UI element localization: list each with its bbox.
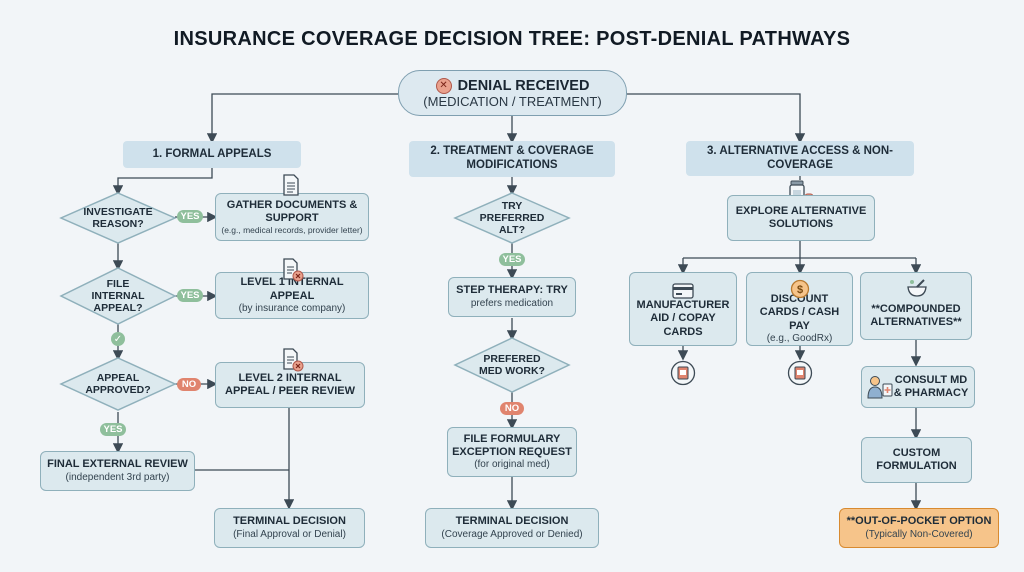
yes-badge: YES bbox=[499, 253, 525, 266]
header-treatment-modifications: 2. TREATMENT & COVERAGE MODIFICATIONS bbox=[409, 141, 615, 177]
yes-badge: YES bbox=[177, 210, 203, 223]
root-denial-received: ✕ DENIAL RECEIVED (MEDICATION / TREATMENT… bbox=[398, 70, 627, 116]
document-denied-icon bbox=[283, 258, 304, 282]
decision-appeal-approved-text: APPEAL APPROVED? bbox=[85, 371, 151, 396]
decision-file-appeal-text: FILE INTERNAL APPEAL? bbox=[91, 277, 145, 315]
terminal-coverage-sub: (Coverage Approved or Denied) bbox=[441, 528, 583, 540]
no-badge: NO bbox=[177, 378, 201, 391]
decision-investigate-diamond bbox=[59, 192, 177, 244]
external-review-sub: (independent 3rd party) bbox=[65, 471, 170, 483]
header-alternative-access: 3. ALTERNATIVE ACCESS & NON-COVERAGE bbox=[686, 141, 914, 176]
decision-preferred-work-text: PREFERED MED WORK? bbox=[479, 352, 545, 377]
level1-appeal-box: LEVEL 1 INTERNAL APPEAL (by insurance co… bbox=[215, 272, 369, 319]
formulary-exception-sub: (for original med) bbox=[474, 459, 550, 471]
document-denied-icon bbox=[283, 348, 304, 372]
out-of-pocket-title: **OUT-OF-POCKET OPTION bbox=[846, 515, 992, 528]
manufacturer-aid-box: MANUFACTURER AID / COPAY CARDS bbox=[629, 272, 737, 346]
custom-formulation-box: CUSTOM FORMULATION bbox=[861, 437, 972, 483]
decision-file-appeal-diamond bbox=[59, 267, 177, 325]
root-line1: DENIAL RECEIVED bbox=[457, 77, 590, 94]
out-of-pocket-sub: (Typically Non-Covered) bbox=[865, 528, 973, 540]
checkmark-icon: ✓ bbox=[111, 332, 125, 346]
decision-investigate-text: INVESTIGATE REASON? bbox=[83, 205, 153, 230]
step-therapy-sub: prefers medication bbox=[470, 297, 554, 309]
compounded-alternatives-title: **COMPOUNDED ALTERNATIVES** bbox=[870, 302, 962, 328]
gather-documents-sub: (e.g., medical records, provider letter) bbox=[221, 225, 363, 236]
yes-badge: YES bbox=[100, 423, 126, 436]
level2-appeal-title: LEVEL 2 INTERNAL APPEAL / PEER REVIEW bbox=[225, 371, 355, 397]
discount-cards-sub: (e.g., GoodRx) bbox=[766, 332, 833, 344]
decision-appeal-approved-diamond bbox=[59, 357, 177, 411]
decision-preferred-alt-diamond bbox=[453, 192, 571, 244]
dollar-coin-icon: $ bbox=[790, 279, 810, 299]
terminal-appeals-sub: (Final Approval or Denial) bbox=[233, 528, 346, 540]
custom-formulation-title: CUSTOM FORMULATION bbox=[876, 446, 957, 472]
step-therapy-box: STEP THERAPY: TRY prefers medication bbox=[448, 277, 576, 317]
level1-appeal-title: LEVEL 1 INTERNAL APPEAL bbox=[240, 276, 344, 302]
decision-preferred-alt-text: TRY PREFERRED ALT? bbox=[479, 199, 545, 237]
header-formal-appeals: 1. FORMAL APPEALS bbox=[123, 141, 301, 168]
atm-receipt-icon bbox=[787, 360, 813, 386]
credit-card-icon bbox=[672, 283, 694, 299]
formulary-exception-box: FILE FORMULARY EXCEPTION REQUEST (for or… bbox=[447, 427, 577, 477]
doctor-pharmacist-icon bbox=[867, 376, 893, 399]
denial-x-icon: ✕ bbox=[435, 77, 452, 94]
compounded-alternatives-box: **COMPOUNDED ALTERNATIVES** bbox=[860, 272, 972, 340]
decision-preferred-work-diamond bbox=[453, 337, 571, 393]
atm-receipt-icon bbox=[670, 360, 696, 386]
manufacturer-aid-title: MANUFACTURER AID / COPAY CARDS bbox=[636, 299, 730, 338]
gather-documents-title: GATHER DOCUMENTS & SUPPORT bbox=[226, 198, 358, 224]
explore-alternatives-title: EXPLORE ALTERNATIVE SOLUTIONS bbox=[735, 204, 867, 230]
final-external-review-box: FINAL EXTERNAL REVIEW (independent 3rd p… bbox=[40, 451, 195, 491]
page-title: INSURANCE COVERAGE DECISION TREE: POST-D… bbox=[173, 28, 851, 50]
formulary-exception-title: FILE FORMULARY EXCEPTION REQUEST bbox=[452, 432, 572, 458]
document-icon bbox=[283, 174, 299, 196]
step-therapy-title: STEP THERAPY: TRY bbox=[456, 284, 568, 297]
consult-md-pharmacy-box: CONSULT MD & PHARMACY bbox=[861, 366, 975, 408]
external-review-title: FINAL EXTERNAL REVIEW bbox=[47, 458, 188, 471]
no-badge: NO bbox=[500, 402, 524, 415]
root-line2: (MEDICATION / TREATMENT) bbox=[423, 93, 602, 109]
terminal-coverage-title: TERMINAL DECISION bbox=[455, 515, 569, 528]
terminal-appeals-title: TERMINAL DECISION bbox=[233, 515, 346, 528]
mortar-pestle-icon bbox=[907, 279, 927, 297]
explore-alternatives-box: EXPLORE ALTERNATIVE SOLUTIONS bbox=[727, 195, 875, 241]
discount-cards-title: DISCOUNT CARDS / CASH PAY bbox=[759, 293, 840, 332]
terminal-decision-coverage-box: TERMINAL DECISION (Coverage Approved or … bbox=[425, 508, 599, 548]
out-of-pocket-box: **OUT-OF-POCKET OPTION (Typically Non-Co… bbox=[839, 508, 999, 548]
level1-appeal-sub: (by insurance company) bbox=[238, 302, 346, 314]
consult-md-title: CONSULT MD & PHARMACY bbox=[893, 373, 969, 399]
yes-badge: YES bbox=[177, 289, 203, 302]
gather-documents-box: GATHER DOCUMENTS & SUPPORT (e.g., medica… bbox=[215, 193, 369, 241]
terminal-decision-appeals-box: TERMINAL DECISION (Final Approval or Den… bbox=[214, 508, 365, 548]
level2-appeal-box: LEVEL 2 INTERNAL APPEAL / PEER REVIEW bbox=[215, 362, 365, 408]
svg-text:$: $ bbox=[797, 284, 803, 296]
